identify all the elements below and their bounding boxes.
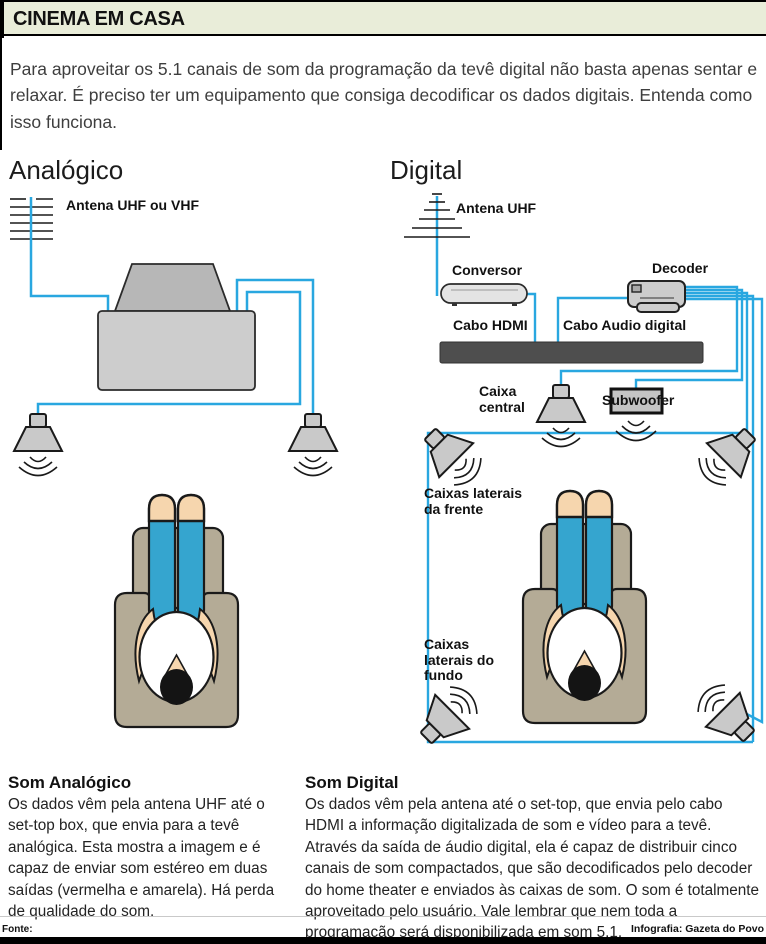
conversor-label: Conversor bbox=[452, 262, 523, 278]
footer-rule bbox=[0, 916, 766, 917]
cable-center-speaker bbox=[559, 285, 739, 385]
cable-front-right-speaker bbox=[683, 291, 749, 449]
analog-antenna-label: Antena UHF ou VHF bbox=[66, 197, 199, 213]
cable-subwoofer bbox=[634, 288, 744, 389]
cable-rear-right-speaker bbox=[683, 297, 764, 724]
subwoofer-label: Subwoofer bbox=[602, 392, 675, 408]
digital-summary-heading: Som Digital bbox=[305, 773, 399, 792]
intro-text: Para aproveitar os 5.1 canais de som da … bbox=[10, 59, 758, 132]
analog-summary-body: Os dados vêm pela antena UHF até o set-t… bbox=[8, 796, 275, 921]
cable-room-loop-feed bbox=[683, 294, 755, 742]
center-speaker-label: Caixa central bbox=[479, 383, 525, 415]
decoder-label: Decoder bbox=[652, 260, 709, 276]
digital-tv bbox=[439, 341, 704, 364]
digital-section-title: Digital bbox=[390, 155, 463, 185]
analog-tv bbox=[97, 263, 256, 391]
page-title: CINEMA EM CASA bbox=[13, 8, 185, 30]
analog-antenna-cable bbox=[29, 197, 110, 313]
header-bar bbox=[0, 2, 766, 36]
decoder-device bbox=[627, 280, 686, 313]
analog-summary-heading: Som Analógico bbox=[8, 773, 132, 792]
room-cable-loop bbox=[426, 431, 753, 744]
digital-summary-body: Os dados vêm pela antena até o set-top, … bbox=[305, 796, 760, 942]
analog-speaker-left bbox=[13, 413, 63, 477]
bottom-bar bbox=[0, 937, 766, 944]
front-right-speaker bbox=[688, 416, 766, 496]
analog-antenna bbox=[10, 198, 53, 240]
rear-sides-label: Caixas laterais do fundo bbox=[424, 636, 495, 684]
credit-label: Infografia: Gazeta do Povo bbox=[630, 923, 764, 935]
analog-speaker-right bbox=[288, 413, 338, 477]
rear-left-speaker bbox=[408, 676, 488, 756]
intro-left-rule bbox=[0, 38, 2, 150]
audio-cable-label: Cabo Audio digital bbox=[563, 317, 687, 333]
hdmi-cable bbox=[527, 292, 537, 342]
analog-section-title: Analógico bbox=[9, 155, 124, 185]
front-left-speaker bbox=[412, 416, 492, 496]
hdmi-cable-label: Cabo HDMI bbox=[453, 317, 528, 333]
center-speaker bbox=[536, 384, 586, 448]
rear-right-speaker bbox=[687, 674, 766, 754]
analog-viewer bbox=[113, 493, 240, 729]
front-sides-label: Caixas laterais da frente bbox=[424, 485, 523, 517]
digital-viewer bbox=[521, 489, 648, 725]
analog-cable-left-speaker bbox=[36, 290, 302, 414]
source-label: Fonte: bbox=[2, 924, 33, 935]
top-rule bbox=[0, 0, 766, 2]
conversor-device bbox=[440, 283, 528, 306]
digital-antenna-label: Antena UHF bbox=[456, 200, 537, 216]
analog-cable-right-speaker bbox=[235, 278, 315, 414]
header-left-bar bbox=[0, 0, 4, 38]
